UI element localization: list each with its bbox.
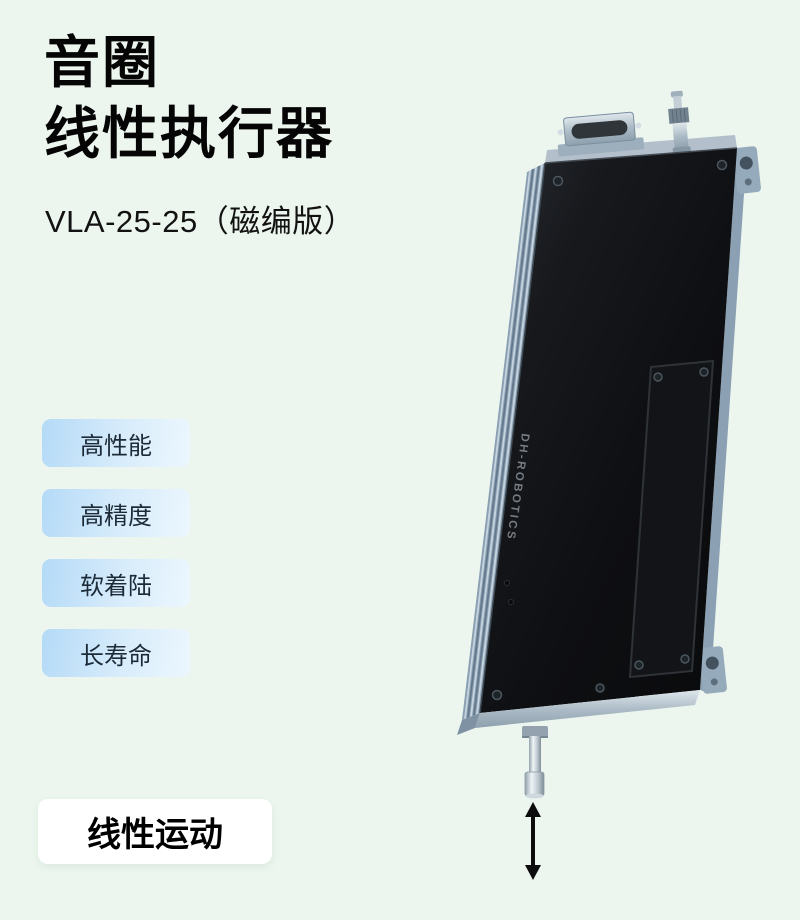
feature-pill-label: 高性能 (80, 432, 152, 460)
feature-pill-label: 软着陆 (80, 572, 152, 600)
pin-hole (504, 580, 510, 586)
panel-screw (634, 660, 644, 670)
feature-pill-high-performance: 高性能 (42, 419, 190, 467)
feature-pill-soft-landing: 软着陆 (42, 559, 190, 607)
mounting-bracket-plate (700, 148, 747, 693)
motion-arrow-icon (525, 802, 541, 880)
feature-pill-high-precision: 高精度 (42, 489, 190, 537)
access-panel (628, 359, 715, 679)
page-title: 音圈 线性执行器 (44, 28, 334, 169)
linear-motion-badge: 线性运动 (38, 799, 272, 864)
feature-pill-label: 高精度 (80, 502, 152, 530)
panel-screw (680, 654, 690, 664)
model-label: VLA-25-25（磁编版） (45, 204, 356, 239)
feature-pill-list: 高性能 高精度 软着陆 长寿命 (42, 419, 190, 677)
feature-pill-long-life: 长寿命 (42, 629, 190, 677)
mounting-bracket-bottom (699, 646, 727, 694)
feature-pill-label: 长寿命 (80, 642, 152, 670)
panel-screw (491, 689, 503, 701)
panel-screw (653, 372, 663, 382)
title-line1: 音圈 (44, 31, 160, 94)
mounting-bracket-top (733, 146, 761, 194)
panel-screw (595, 683, 605, 693)
bottom-face (475, 690, 700, 728)
dsub-connector (557, 111, 645, 157)
linear-motion-label: 线性运动 (87, 816, 223, 854)
product-photo: DH-ROBOTICS (457, 90, 761, 799)
actuator-shaft (522, 726, 548, 799)
title-line2: 线性执行器 (44, 101, 334, 165)
pin-hole (508, 599, 514, 605)
bottom-face-fins (457, 713, 480, 735)
panel-screw (699, 367, 709, 377)
panel-screw (552, 175, 564, 187)
panel-screw (716, 159, 728, 171)
